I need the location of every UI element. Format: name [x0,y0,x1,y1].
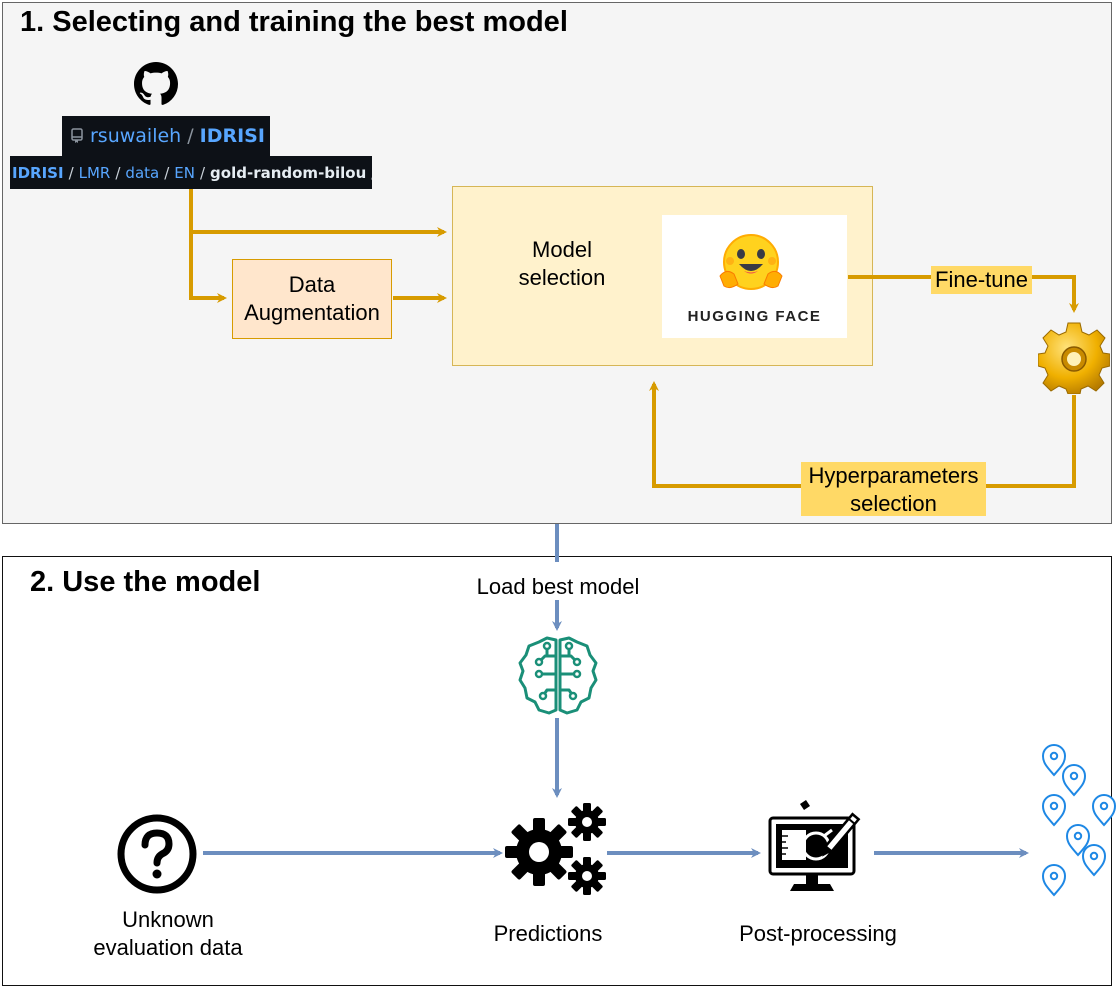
location-pins-icon [1042,744,1116,896]
model-selection-line2: selection [518,265,606,290]
breadcrumb-item[interactable]: EN [174,163,195,182]
hyperparameters-line1: Hyperparameters [808,463,979,488]
breadcrumb-separator: / [164,163,170,182]
augmentation-label-line1: Data [288,272,336,297]
load-model-label: Load best model [476,574,640,599]
arrow-data-to-augmentation [189,232,227,303]
unknown-data-line1: Unknown [122,907,214,932]
github-icon [134,62,178,105]
post-processing-label: Post-processing [739,921,897,946]
repo-owner-link[interactable]: rsuwaileh [90,125,182,147]
repo-separator: / [187,125,194,147]
breadcrumb-separator: / [371,164,372,182]
section1-title: 1. Selecting and training the best model [20,6,568,38]
augmentation-label-line2: Augmentation [244,300,380,325]
hyperparameters-label: Hyperparameters selection [801,462,986,516]
repo-name-link[interactable]: IDRISI [199,125,265,147]
predictions-label: Predictions [493,921,603,946]
arrow-data-to-model [189,189,447,237]
arrow-model-to-finetune [848,275,1079,313]
repo-icon [71,128,83,143]
breadcrumb-separator: / [115,163,121,182]
github-repo-bar: rsuwaileh / IDRISI [62,116,270,156]
hugging-face-wordmark: HUGGING FACE [687,308,822,325]
unknown-data-label: Unknown evaluation data [68,906,268,962]
breadcrumb-item[interactable]: LMR [78,163,111,182]
section2-title: 2. Use the model [30,566,261,598]
breadcrumb-separator: / [199,163,206,182]
hugging-face-icon [719,234,783,290]
github-path-breadcrumb: IDRISI / LMR / data / EN / gold-random-b… [10,156,372,189]
gear-icon [1038,322,1110,394]
breadcrumb-separator: / [68,163,74,182]
model-selection-label: Model selection [502,236,622,292]
data-augmentation-box: Data Augmentation [232,259,392,339]
brain-circuit-icon [518,636,598,715]
breadcrumb-current: gold-random-bilou [210,163,367,182]
computer-design-icon [768,800,861,891]
hugging-face-card: HUGGING FACE [662,215,847,338]
finetune-label: Fine-tune [931,266,1032,294]
gears-icon [505,803,606,895]
breadcrumb-item[interactable]: data [125,163,160,182]
breadcrumb-item[interactable]: IDRISI [12,163,64,182]
question-icon [117,814,197,894]
unknown-data-line2: evaluation data [93,935,243,960]
model-selection-line1: Model [532,237,592,262]
hyperparameters-line2: selection [850,491,937,516]
